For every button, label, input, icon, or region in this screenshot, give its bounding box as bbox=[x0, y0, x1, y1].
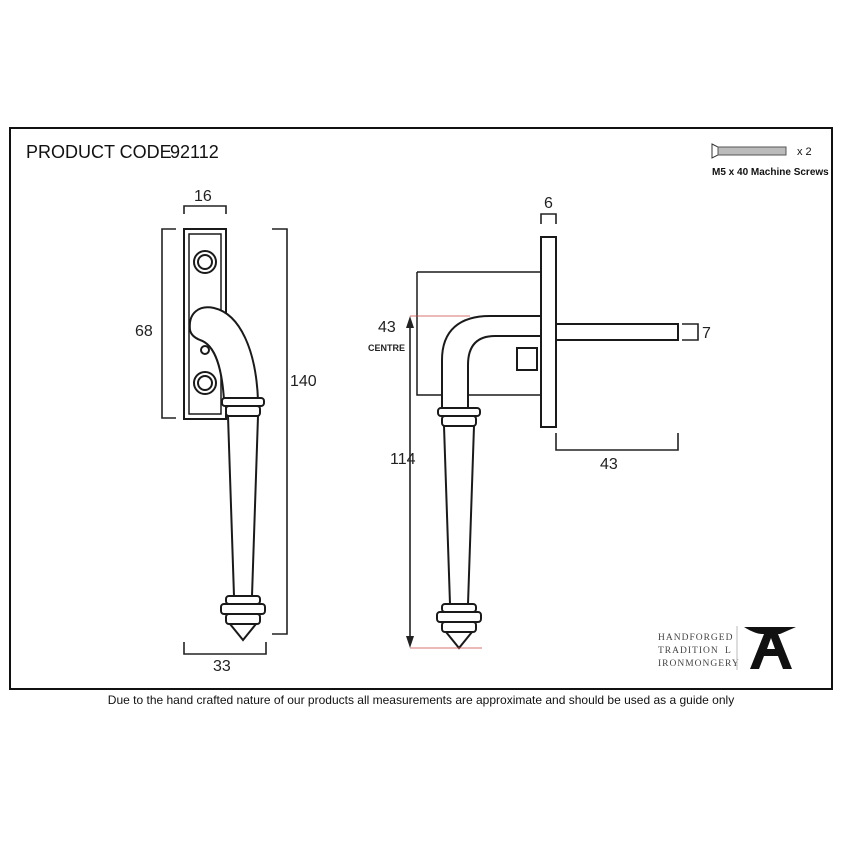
side-view: 6 7 43 43 CENTRE 114 bbox=[368, 195, 711, 650]
dim-plate-height: 68 bbox=[135, 323, 153, 340]
centre-label: CENTRE bbox=[368, 343, 405, 353]
logo-mark bbox=[750, 634, 792, 669]
anvil-icon bbox=[744, 627, 796, 634]
product-code-label: PRODUCT CODE bbox=[26, 142, 172, 162]
brand-logo: HANDFORGED TRADITION L IRONMONGERY bbox=[658, 626, 796, 670]
side-lever bbox=[441, 315, 542, 411]
dim-spindle-size: 7 bbox=[702, 325, 711, 342]
svg-text:L: L bbox=[725, 646, 731, 656]
svg-text:HANDFORGED: HANDFORGED bbox=[658, 633, 733, 643]
spindle bbox=[555, 323, 679, 341]
screw-icon bbox=[711, 143, 787, 159]
screw-description: M5 x 40 Machine Screws bbox=[712, 167, 829, 178]
product-code: 92112 bbox=[170, 142, 219, 162]
svg-text:IRONMONGERY: IRONMONGERY bbox=[658, 659, 740, 669]
grip bbox=[226, 415, 260, 597]
dim-total-height: 140 bbox=[290, 373, 317, 390]
disclaimer: Due to the hand crafted nature of our pr… bbox=[107, 693, 735, 707]
drawing-frame bbox=[9, 127, 833, 690]
dim-centre-offset: 43 bbox=[378, 319, 396, 336]
front-view: 16 68 140 33 bbox=[135, 188, 317, 675]
dim-spindle-length: 43 bbox=[600, 456, 618, 473]
side-plate bbox=[540, 236, 557, 428]
svg-text:TRADITION: TRADITION bbox=[658, 646, 719, 656]
screw-quantity: x 2 bbox=[797, 146, 812, 158]
dim-plate-thickness: 6 bbox=[544, 195, 553, 212]
dim-front-width: 16 bbox=[194, 188, 212, 205]
dim-handle-length: 114 bbox=[390, 451, 416, 468]
dim-handle-width: 33 bbox=[213, 658, 231, 675]
